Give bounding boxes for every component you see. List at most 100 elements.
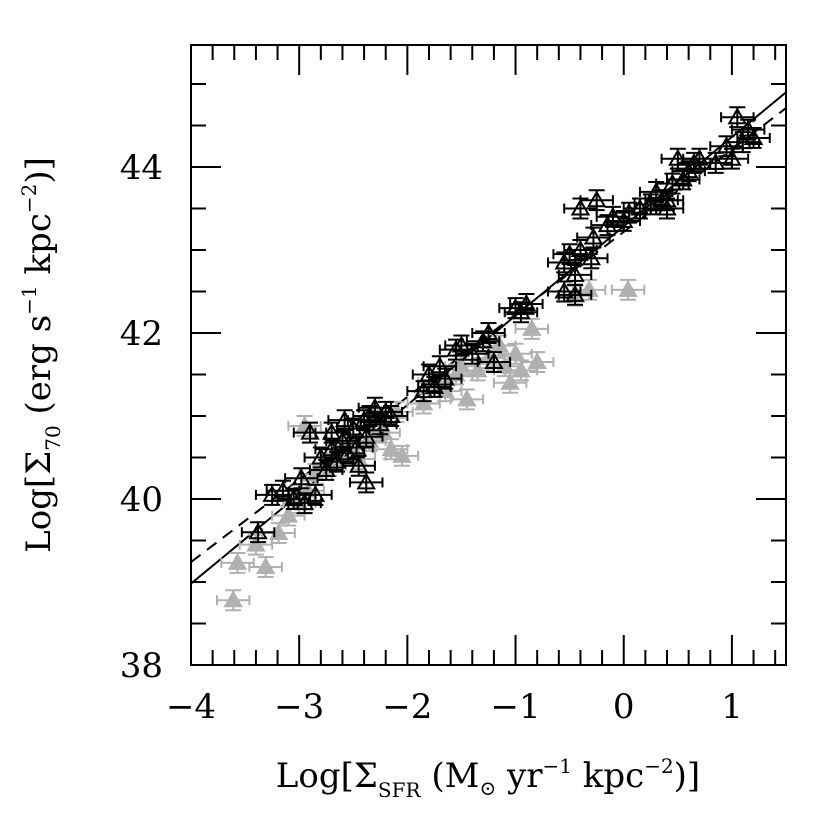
open-triangle-marker	[673, 169, 693, 187]
x-tick-label: −2	[382, 687, 432, 727]
data-point	[373, 405, 409, 427]
open-triangle-marker	[597, 215, 618, 233]
open-triangle-marker	[291, 468, 312, 486]
open-triangle-marker	[430, 356, 450, 374]
open-triangle-marker	[581, 248, 601, 266]
open-triangle-marker	[705, 152, 726, 170]
open-triangle-marker	[424, 376, 445, 394]
data-point	[298, 483, 333, 506]
data-point	[327, 409, 362, 432]
x-tick-label: 0	[613, 687, 635, 727]
open-triangle-marker	[478, 322, 499, 341]
x-tick-label: −1	[490, 687, 540, 727]
data-point	[610, 278, 646, 301]
black-data-series	[240, 106, 771, 544]
filled-triangle-marker	[500, 372, 520, 390]
open-triangle-marker	[657, 190, 677, 208]
open-triangle-marker	[614, 210, 634, 228]
filled-triangle-marker	[227, 552, 248, 570]
data-point	[509, 292, 544, 315]
y-axis-label: Log[Σ70 (erg s−1 kpc−2)]	[17, 157, 65, 553]
filled-triangle-marker	[392, 445, 412, 463]
axis-ticks	[190, 45, 786, 666]
data-point	[428, 367, 463, 390]
open-triangle-marker	[294, 493, 315, 511]
open-triangle-marker	[462, 343, 482, 361]
filled-triangle-marker	[467, 360, 488, 378]
open-triangle-marker	[473, 331, 493, 349]
open-triangle-marker	[327, 451, 347, 469]
open-triangle-marker	[356, 472, 376, 490]
plot-frame	[190, 44, 787, 666]
open-triangle-marker	[565, 264, 585, 282]
data-point	[449, 388, 485, 411]
x-tick-label: −4	[166, 687, 216, 727]
data-point	[563, 197, 598, 220]
data-point	[284, 467, 319, 490]
data-point	[215, 589, 251, 612]
data-point	[571, 278, 607, 301]
open-triangle-marker	[727, 107, 748, 125]
y-tick-label: 38	[120, 646, 163, 686]
data-point	[349, 471, 384, 494]
filled-triangle-marker	[246, 534, 266, 552]
y-tick-label: 42	[120, 314, 163, 354]
x-tick-label: −3	[274, 687, 324, 727]
data-point	[240, 521, 276, 544]
data-point	[248, 556, 283, 579]
open-triangle-marker	[657, 198, 677, 216]
open-triangle-marker	[716, 136, 737, 154]
open-triangle-marker	[722, 148, 742, 166]
data-point	[314, 421, 349, 444]
open-triangle-marker	[343, 418, 363, 436]
filled-triangle-marker	[618, 279, 638, 297]
open-triangle-marker	[435, 368, 455, 386]
data-point	[638, 180, 674, 203]
gray-data-series	[215, 278, 646, 612]
data-point	[514, 317, 549, 340]
filled-triangle-marker	[527, 352, 547, 370]
filled-triangle-marker	[255, 557, 276, 575]
open-triangle-marker	[678, 161, 699, 179]
open-triangle-marker	[381, 405, 401, 424]
open-triangle-marker	[583, 227, 604, 245]
x-tick-label: 1	[721, 687, 743, 727]
y-tick-label: 44	[120, 148, 163, 188]
filled-triangle-marker	[522, 318, 542, 336]
x-axis-label: Log[ΣSFR (M⊙ yr−1 kpc−2)]	[276, 754, 700, 802]
open-triangle-marker	[356, 426, 376, 444]
data-point	[730, 118, 766, 141]
data-point	[492, 371, 528, 394]
filled-triangle-marker	[413, 393, 434, 411]
open-triangle-marker	[300, 422, 320, 440]
filled-triangle-marker	[278, 505, 299, 523]
data-point	[736, 126, 771, 149]
data-point	[720, 106, 755, 129]
data-point	[384, 444, 420, 467]
filled-triangle-marker	[457, 389, 477, 407]
open-triangle-marker	[554, 252, 574, 270]
open-triangle-marker	[743, 127, 764, 145]
open-triangle-marker	[646, 181, 666, 199]
data-point	[476, 351, 512, 374]
y-tick-label: 40	[120, 480, 163, 520]
open-triangle-marker	[284, 488, 304, 507]
data-point	[649, 189, 685, 212]
data-point	[557, 283, 593, 306]
open-triangle-marker	[334, 410, 355, 428]
open-triangle-marker	[248, 522, 268, 540]
x-tick-labels: −4 −3 −2 −1 0 1	[166, 687, 743, 727]
open-triangle-marker	[316, 459, 336, 477]
open-triangle-marker	[511, 302, 531, 320]
open-triangle-marker	[570, 198, 591, 216]
open-triangle-marker	[554, 281, 574, 299]
open-triangle-marker	[516, 293, 537, 311]
filled-triangle-marker	[579, 279, 599, 297]
y-tick-labels: 38 40 42 44	[120, 148, 163, 686]
open-triangle-marker	[305, 484, 326, 502]
open-triangle-marker	[338, 443, 358, 461]
open-triangle-marker	[565, 284, 585, 302]
filled-triangle-marker	[223, 590, 243, 608]
data-point	[519, 351, 555, 374]
